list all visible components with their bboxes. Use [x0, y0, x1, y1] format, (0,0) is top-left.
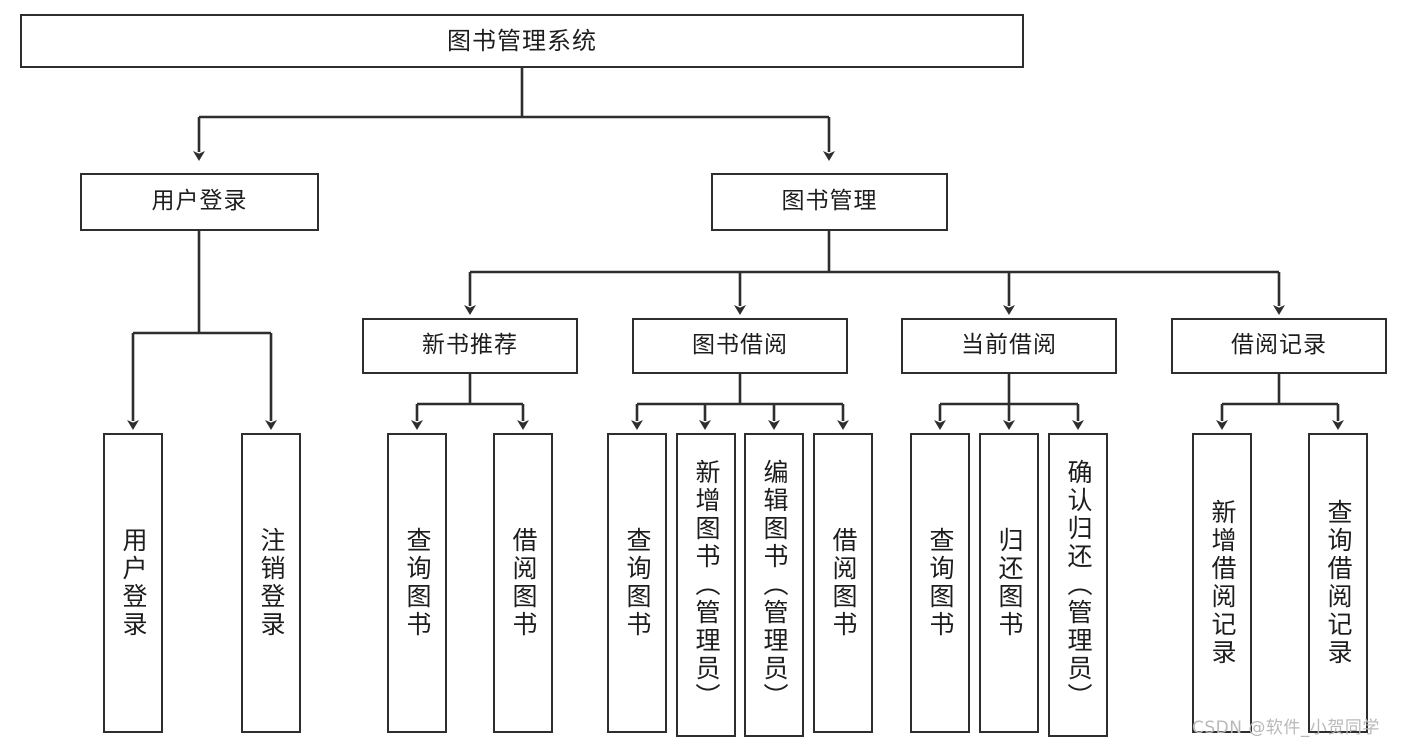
leaf-query-book-borrow-label: 查询图书	[623, 527, 652, 639]
leaf-edit-book-admin-label: 编辑图书（管理员）	[760, 459, 789, 711]
node-book-borrow[interactable]: 图书借阅	[632, 318, 848, 374]
leaf-query-book-current[interactable]: 查询图书	[910, 433, 970, 733]
leaf-edit-book-admin[interactable]: 编辑图书（管理员）	[744, 433, 804, 737]
node-user-login[interactable]: 用户登录	[80, 173, 319, 231]
leaf-query-book-recommend[interactable]: 查询图书	[387, 433, 447, 733]
leaf-return-book-label: 归还图书	[995, 527, 1024, 639]
leaf-confirm-return-admin-label: 确认归还（管理员）	[1064, 459, 1093, 711]
leaf-return-book[interactable]: 归还图书	[979, 433, 1039, 733]
leaf-add-book-admin[interactable]: 新增图书（管理员）	[676, 433, 736, 737]
leaf-logout-label: 注销登录	[257, 527, 286, 639]
leaf-borrow-book[interactable]: 借阅图书	[813, 433, 873, 733]
node-borrow-record-label: 借阅记录	[1231, 332, 1327, 359]
leaf-add-book-admin-label: 新增图书（管理员）	[692, 459, 721, 711]
node-borrow-record[interactable]: 借阅记录	[1171, 318, 1387, 374]
leaf-query-book-recommend-label: 查询图书	[403, 527, 432, 639]
node-root[interactable]: 图书管理系统	[20, 14, 1024, 68]
leaf-borrow-book-label: 借阅图书	[829, 527, 858, 639]
leaf-query-borrow-record[interactable]: 查询借阅记录	[1308, 433, 1368, 733]
leaf-add-borrow-record-label: 新增借阅记录	[1208, 499, 1237, 667]
leaf-query-book-borrow[interactable]: 查询图书	[607, 433, 667, 733]
node-book-management[interactable]: 图书管理	[711, 173, 948, 231]
csdn-watermark: CSDN @软件_小贺同学	[1192, 718, 1380, 738]
leaf-query-book-current-label: 查询图书	[926, 527, 955, 639]
leaf-confirm-return-admin[interactable]: 确认归还（管理员）	[1048, 433, 1108, 737]
node-new-book-recommend-label: 新书推荐	[422, 332, 518, 359]
leaf-borrow-book-recommend-label: 借阅图书	[509, 527, 538, 639]
node-book-management-label: 图书管理	[781, 188, 878, 215]
leaf-add-borrow-record[interactable]: 新增借阅记录	[1192, 433, 1252, 733]
leaf-user-login[interactable]: 用户登录	[103, 433, 163, 733]
node-current-borrow-label: 当前借阅	[961, 332, 1057, 359]
leaf-user-login-label: 用户登录	[119, 527, 148, 639]
node-book-borrow-label: 图书借阅	[692, 332, 788, 359]
leaf-logout[interactable]: 注销登录	[241, 433, 301, 733]
node-current-borrow[interactable]: 当前借阅	[901, 318, 1117, 374]
leaf-query-borrow-record-label: 查询借阅记录	[1324, 499, 1353, 667]
node-root-label: 图书管理系统	[447, 26, 597, 55]
node-new-book-recommend[interactable]: 新书推荐	[362, 318, 578, 374]
node-user-login-label: 用户登录	[151, 188, 248, 215]
leaf-borrow-book-recommend[interactable]: 借阅图书	[493, 433, 553, 733]
